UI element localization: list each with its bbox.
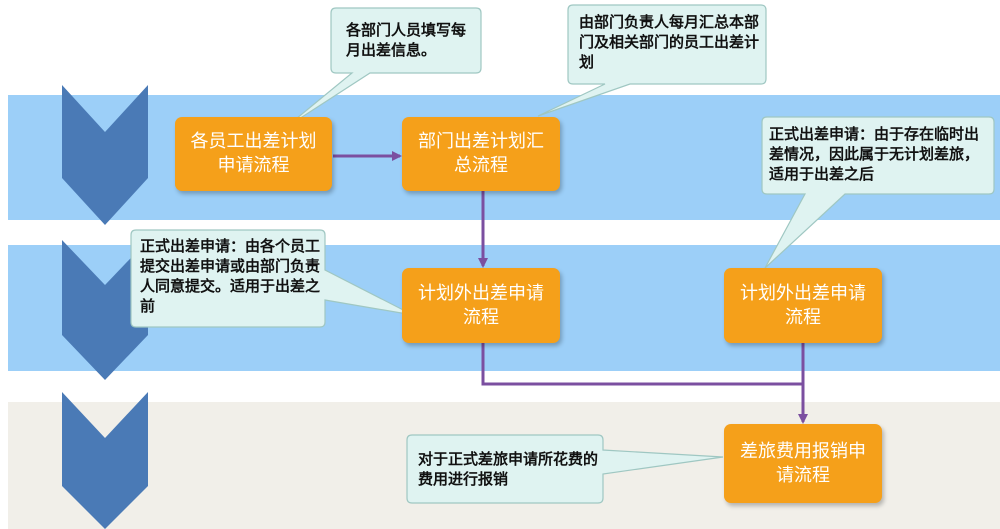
callout-text-1: 各部门人员填写每月出差信息。 bbox=[346, 21, 467, 59]
process-box-employee-plan[interactable]: 各员工出差计划申请流程 bbox=[175, 117, 332, 191]
process-box-label: 差旅费用报销申请流程 bbox=[740, 440, 866, 486]
callout-text-3: 正式出差申请：由于存在临时出差情况，因此属于无计划差旅，适用于出差之后 bbox=[769, 125, 980, 183]
phase-chevron-2 bbox=[62, 240, 148, 380]
callout-text-4: 正式出差申请：由各个员工提交出差申请或由部门负责人同意提交。适用于出差之前 bbox=[140, 237, 321, 315]
process-box-label: 计划外出差申请流程 bbox=[740, 282, 866, 328]
process-box-reimbursement[interactable]: 差旅费用报销申请流程 bbox=[724, 424, 882, 503]
process-box-label: 各员工出差计划申请流程 bbox=[190, 131, 317, 176]
callout-text-5: 对于正式差旅申请所花费的费用进行报销 bbox=[418, 450, 599, 488]
callout-bubble-4 bbox=[130, 229, 414, 328]
phase-chevron-1 bbox=[62, 85, 148, 225]
process-box-unplanned-apply-2[interactable]: 计划外出差申请流程 bbox=[724, 268, 882, 343]
callout-bubble-1 bbox=[284, 7, 482, 129]
callout-bubble-5 bbox=[406, 434, 724, 504]
process-box-dept-summary[interactable]: 部门出差计划汇总流程 bbox=[402, 117, 560, 191]
phase-chevron-3 bbox=[62, 392, 148, 529]
callout-text-2: 由部门负责人每月汇总本部门及相关部门的员工出差计划 bbox=[579, 13, 760, 71]
line-b3-down bbox=[481, 343, 803, 386]
process-box-unplanned-apply-1[interactable]: 计划外出差申请流程 bbox=[402, 268, 560, 343]
process-box-label: 部门出差计划汇总流程 bbox=[418, 131, 544, 176]
process-box-label: 计划外出差申请流程 bbox=[418, 282, 544, 328]
callout-bubble-2 bbox=[537, 4, 767, 117]
callout-bubble-3 bbox=[761, 116, 995, 269]
